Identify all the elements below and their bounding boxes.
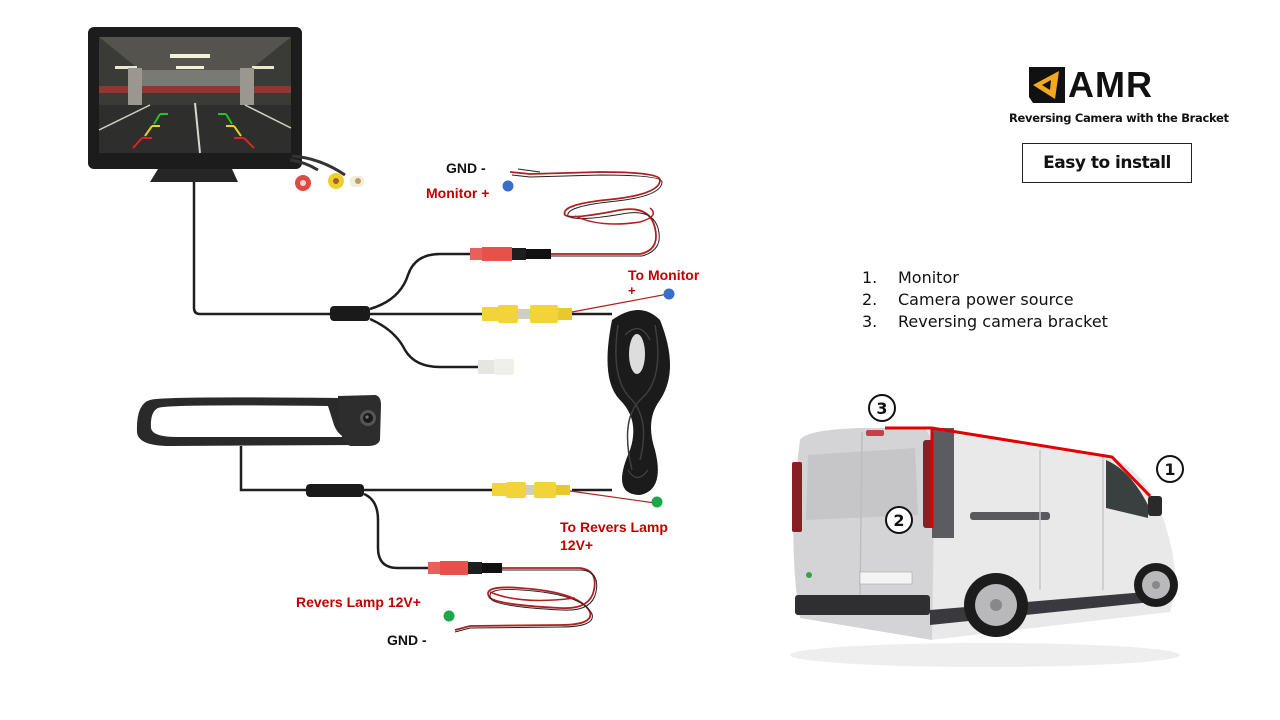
camera-bracket-image	[136, 395, 381, 446]
monitor-image	[88, 27, 364, 191]
rca-video-connector-top	[482, 305, 572, 323]
to-monitor-label: To Monitor	[628, 267, 700, 283]
to-revers-lamp-terminal	[651, 496, 663, 508]
legend-item: 1. Monitor	[862, 267, 1108, 289]
van-image	[790, 426, 1180, 667]
coiled-extension-cable	[572, 310, 670, 495]
monitor-plus-terminal	[502, 180, 514, 192]
callout-monitor: 1	[1156, 455, 1184, 483]
to-monitor-plus-label: +	[628, 283, 636, 298]
rca-video-connector-bottom	[492, 482, 570, 498]
legend-number: 3.	[862, 312, 878, 331]
legend-item: 3. Reversing camera bracket	[862, 311, 1108, 333]
easy-install-badge: Easy to install	[1022, 143, 1192, 183]
monitor-video-cable	[192, 182, 334, 316]
monitor-gnd-label: GND -	[446, 160, 486, 176]
cable-route-line	[885, 426, 1152, 498]
brand-name: AMR	[1068, 64, 1153, 105]
power-plug-camera	[428, 561, 502, 575]
legend-number: 1.	[862, 268, 878, 287]
to-revers-lamp-label: To Revers Lamp	[560, 519, 668, 535]
camera-cable	[239, 446, 308, 492]
legend-label: Camera power source	[898, 290, 1074, 309]
power-plug-monitor	[470, 247, 551, 261]
legend-label: Monitor	[898, 268, 959, 287]
camera-connector	[306, 484, 364, 497]
to-revers-lamp-voltage-label: 12V+	[560, 537, 594, 553]
brand-subtitle: Reversing Camera with the Bracket	[1009, 111, 1229, 125]
revers-lamp-power-wire	[454, 567, 596, 631]
monitor-plus-label: Monitor +	[426, 185, 490, 201]
monitor-power-wire	[509, 171, 661, 255]
legend-label: Reversing camera bracket	[898, 312, 1108, 331]
callout-power-source: 2	[885, 506, 913, 534]
white-rca-connector	[478, 360, 494, 374]
component-legend: 1. Monitor 2. Camera power source 3. Rev…	[862, 267, 1108, 333]
legend-item: 2. Camera power source	[862, 289, 1108, 311]
revers-lamp-label: Revers Lamp 12V+	[296, 594, 421, 610]
legend-number: 2.	[862, 290, 878, 309]
revers-lamp-terminal	[443, 610, 455, 622]
callout-bracket: 3	[868, 394, 896, 422]
amr-logo-icon	[1029, 67, 1065, 103]
cable-splitter	[330, 306, 370, 321]
to-monitor-terminal	[663, 288, 675, 300]
revers-gnd-label: GND -	[387, 632, 427, 648]
